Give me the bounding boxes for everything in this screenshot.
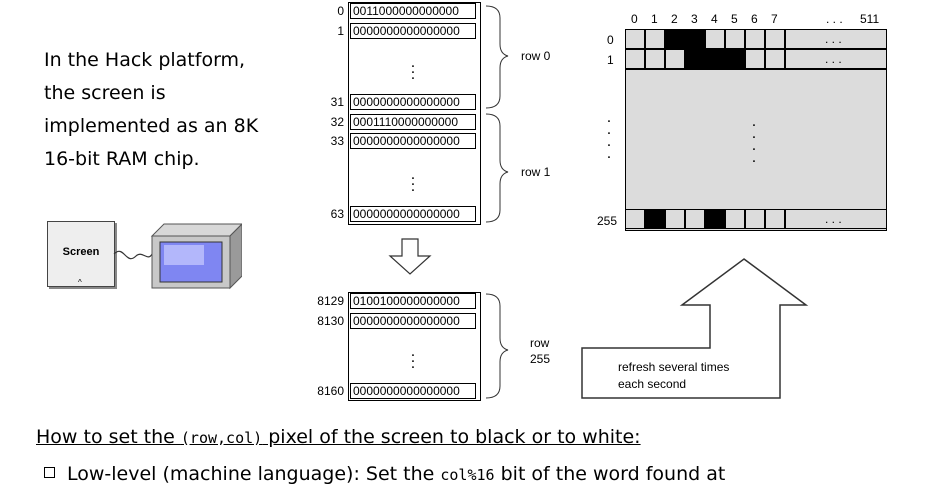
how-to-heading: How to set the (row,col) pixel of the sc… xyxy=(36,426,641,448)
row-ellipsis: . . . xyxy=(825,212,842,226)
pixel-black xyxy=(705,49,725,69)
bullet-code: col%16 xyxy=(440,466,495,484)
refresh-arrow-icon xyxy=(581,258,809,399)
pixel-row xyxy=(625,29,887,49)
down-arrow-icon xyxy=(388,238,432,275)
column-header: 6 xyxy=(751,12,758,26)
pixel-white xyxy=(745,49,765,69)
ram-word: 0000000000000000 xyxy=(350,313,476,329)
pixel-white xyxy=(745,209,765,229)
ram-address: 0 xyxy=(337,4,344,18)
row-label: row 0 xyxy=(521,49,551,63)
ram-address: 32 xyxy=(330,115,344,129)
pixel-black xyxy=(705,209,725,229)
refresh-note: refresh several times each second xyxy=(618,359,729,393)
ram-word: 0011000000000000 xyxy=(350,3,476,19)
ram-address: 8130 xyxy=(317,314,344,328)
ram-address: 8160 xyxy=(317,384,344,398)
ram-address: 31 xyxy=(330,95,344,109)
ram-ellipsis: ... xyxy=(410,166,416,195)
intro-line: 16-bit RAM chip. xyxy=(44,148,200,170)
row-ellipsis: . . . xyxy=(825,32,842,46)
column-header: 2 xyxy=(671,12,678,26)
refresh-note-line: each second xyxy=(618,377,687,391)
screen-row-header: 1 xyxy=(607,53,614,67)
bullet-text: bit of the word found at xyxy=(494,463,726,485)
column-header: 3 xyxy=(691,12,698,26)
column-header: 5 xyxy=(731,12,738,26)
ram-word: 0000000000000000 xyxy=(350,23,476,39)
row-ellipsis: . . . xyxy=(825,52,842,66)
pixel-white xyxy=(625,29,645,49)
column-header: 0 xyxy=(631,12,638,26)
bullet-text: Low-level (machine language): Set the xyxy=(67,463,441,485)
screen-chip: Screen ^ xyxy=(47,221,115,287)
ram-address: 63 xyxy=(330,207,344,221)
intro-text: In the Hack platform, the screen is impl… xyxy=(44,44,314,176)
pixel-white xyxy=(745,29,765,49)
row-braces xyxy=(485,5,509,399)
bullet-item: Low-level (machine language): Set the co… xyxy=(44,463,725,485)
ram-ellipsis: ... xyxy=(410,54,416,83)
chip-notch-icon: ^ xyxy=(78,278,82,287)
ram-column xyxy=(348,2,481,401)
column-header: 511 xyxy=(860,12,880,26)
pixel-row-remainder xyxy=(785,29,887,49)
pixel-white xyxy=(685,209,705,229)
ram-word: 0100100000000000 xyxy=(350,293,476,309)
heading-text: pixel of the screen to black or to white… xyxy=(262,426,641,448)
column-header: 4 xyxy=(711,12,718,26)
refresh-note-line: refresh several times xyxy=(618,360,730,374)
pixel-white xyxy=(725,29,745,49)
pixel-white xyxy=(645,29,665,49)
column-header: 1 xyxy=(651,12,658,26)
pixel-white xyxy=(765,29,785,49)
monitor-icon xyxy=(113,223,242,290)
pixel-black xyxy=(645,209,665,229)
intro-line: the screen is xyxy=(44,82,166,104)
grid-divider xyxy=(625,209,887,210)
pixel-black xyxy=(685,49,705,69)
screen-row-header: 255 xyxy=(597,214,618,228)
ram-word: 0000000000000000 xyxy=(350,133,476,149)
ram-word: 0000000000000000 xyxy=(350,206,476,222)
ram-word: 0000000000000000 xyxy=(350,94,476,110)
ram-address: 8129 xyxy=(317,294,344,308)
pixel-white xyxy=(625,209,645,229)
column-header: 7 xyxy=(771,12,778,26)
pixel-white xyxy=(665,49,685,69)
row-label: row xyxy=(530,336,550,350)
row-label: row 1 xyxy=(521,165,551,179)
row-vertical-ellipsis: .... xyxy=(606,109,612,162)
screen-row-header: 0 xyxy=(607,33,614,47)
pixel-white xyxy=(765,209,785,229)
grid-divider xyxy=(625,69,887,70)
grid-vertical-ellipsis: .... xyxy=(751,113,757,166)
pixel-white xyxy=(625,49,645,69)
pixel-black xyxy=(665,29,685,49)
ram-word: 0001110000000000 xyxy=(350,114,476,130)
pixel-black xyxy=(725,49,745,69)
pixel-black xyxy=(685,29,705,49)
heading-code: (row,col) xyxy=(180,429,263,447)
ram-ellipsis: ... xyxy=(410,343,416,372)
pixel-white xyxy=(765,49,785,69)
intro-line: In the Hack platform, xyxy=(44,49,246,71)
pixel-white xyxy=(645,49,665,69)
bullet-icon xyxy=(44,467,55,478)
heading-text: How to set the xyxy=(36,426,181,448)
pixel-white xyxy=(705,29,725,49)
pixel-row xyxy=(625,49,887,69)
pixel-white xyxy=(725,209,745,229)
pixel-white xyxy=(665,209,685,229)
ram-word: 0000000000000000 xyxy=(350,383,476,399)
ram-address: 1 xyxy=(337,24,344,38)
ram-address: 33 xyxy=(330,134,344,148)
row-label: 255 xyxy=(530,352,551,366)
screen-chip-label: Screen xyxy=(62,246,100,258)
column-ellipsis: . . . xyxy=(826,12,843,26)
pixel-row xyxy=(625,209,887,229)
intro-line: implemented as an 8K xyxy=(44,115,259,137)
pixel-row-remainder xyxy=(785,49,887,69)
